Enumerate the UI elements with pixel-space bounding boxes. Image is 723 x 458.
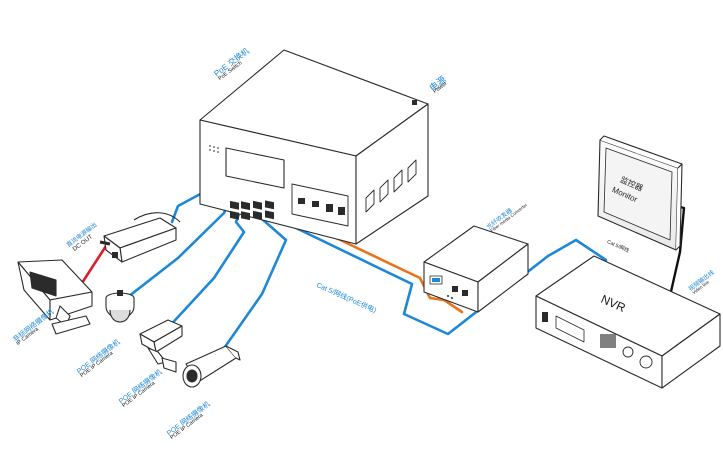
cable-switch-to-converter	[270, 184, 608, 336]
poe-switch	[199, 49, 429, 245]
dc-injector	[99, 212, 181, 263]
power-cable-camera	[78, 244, 108, 288]
bullet-camera	[182, 345, 241, 388]
fiber-converter	[423, 225, 529, 313]
nvr	[535, 255, 721, 389]
dome-camera	[105, 290, 135, 323]
box-camera	[139, 319, 183, 373]
non-poe-camera	[17, 259, 93, 335]
switch-ports	[230, 200, 274, 221]
monitor	[597, 135, 683, 251]
